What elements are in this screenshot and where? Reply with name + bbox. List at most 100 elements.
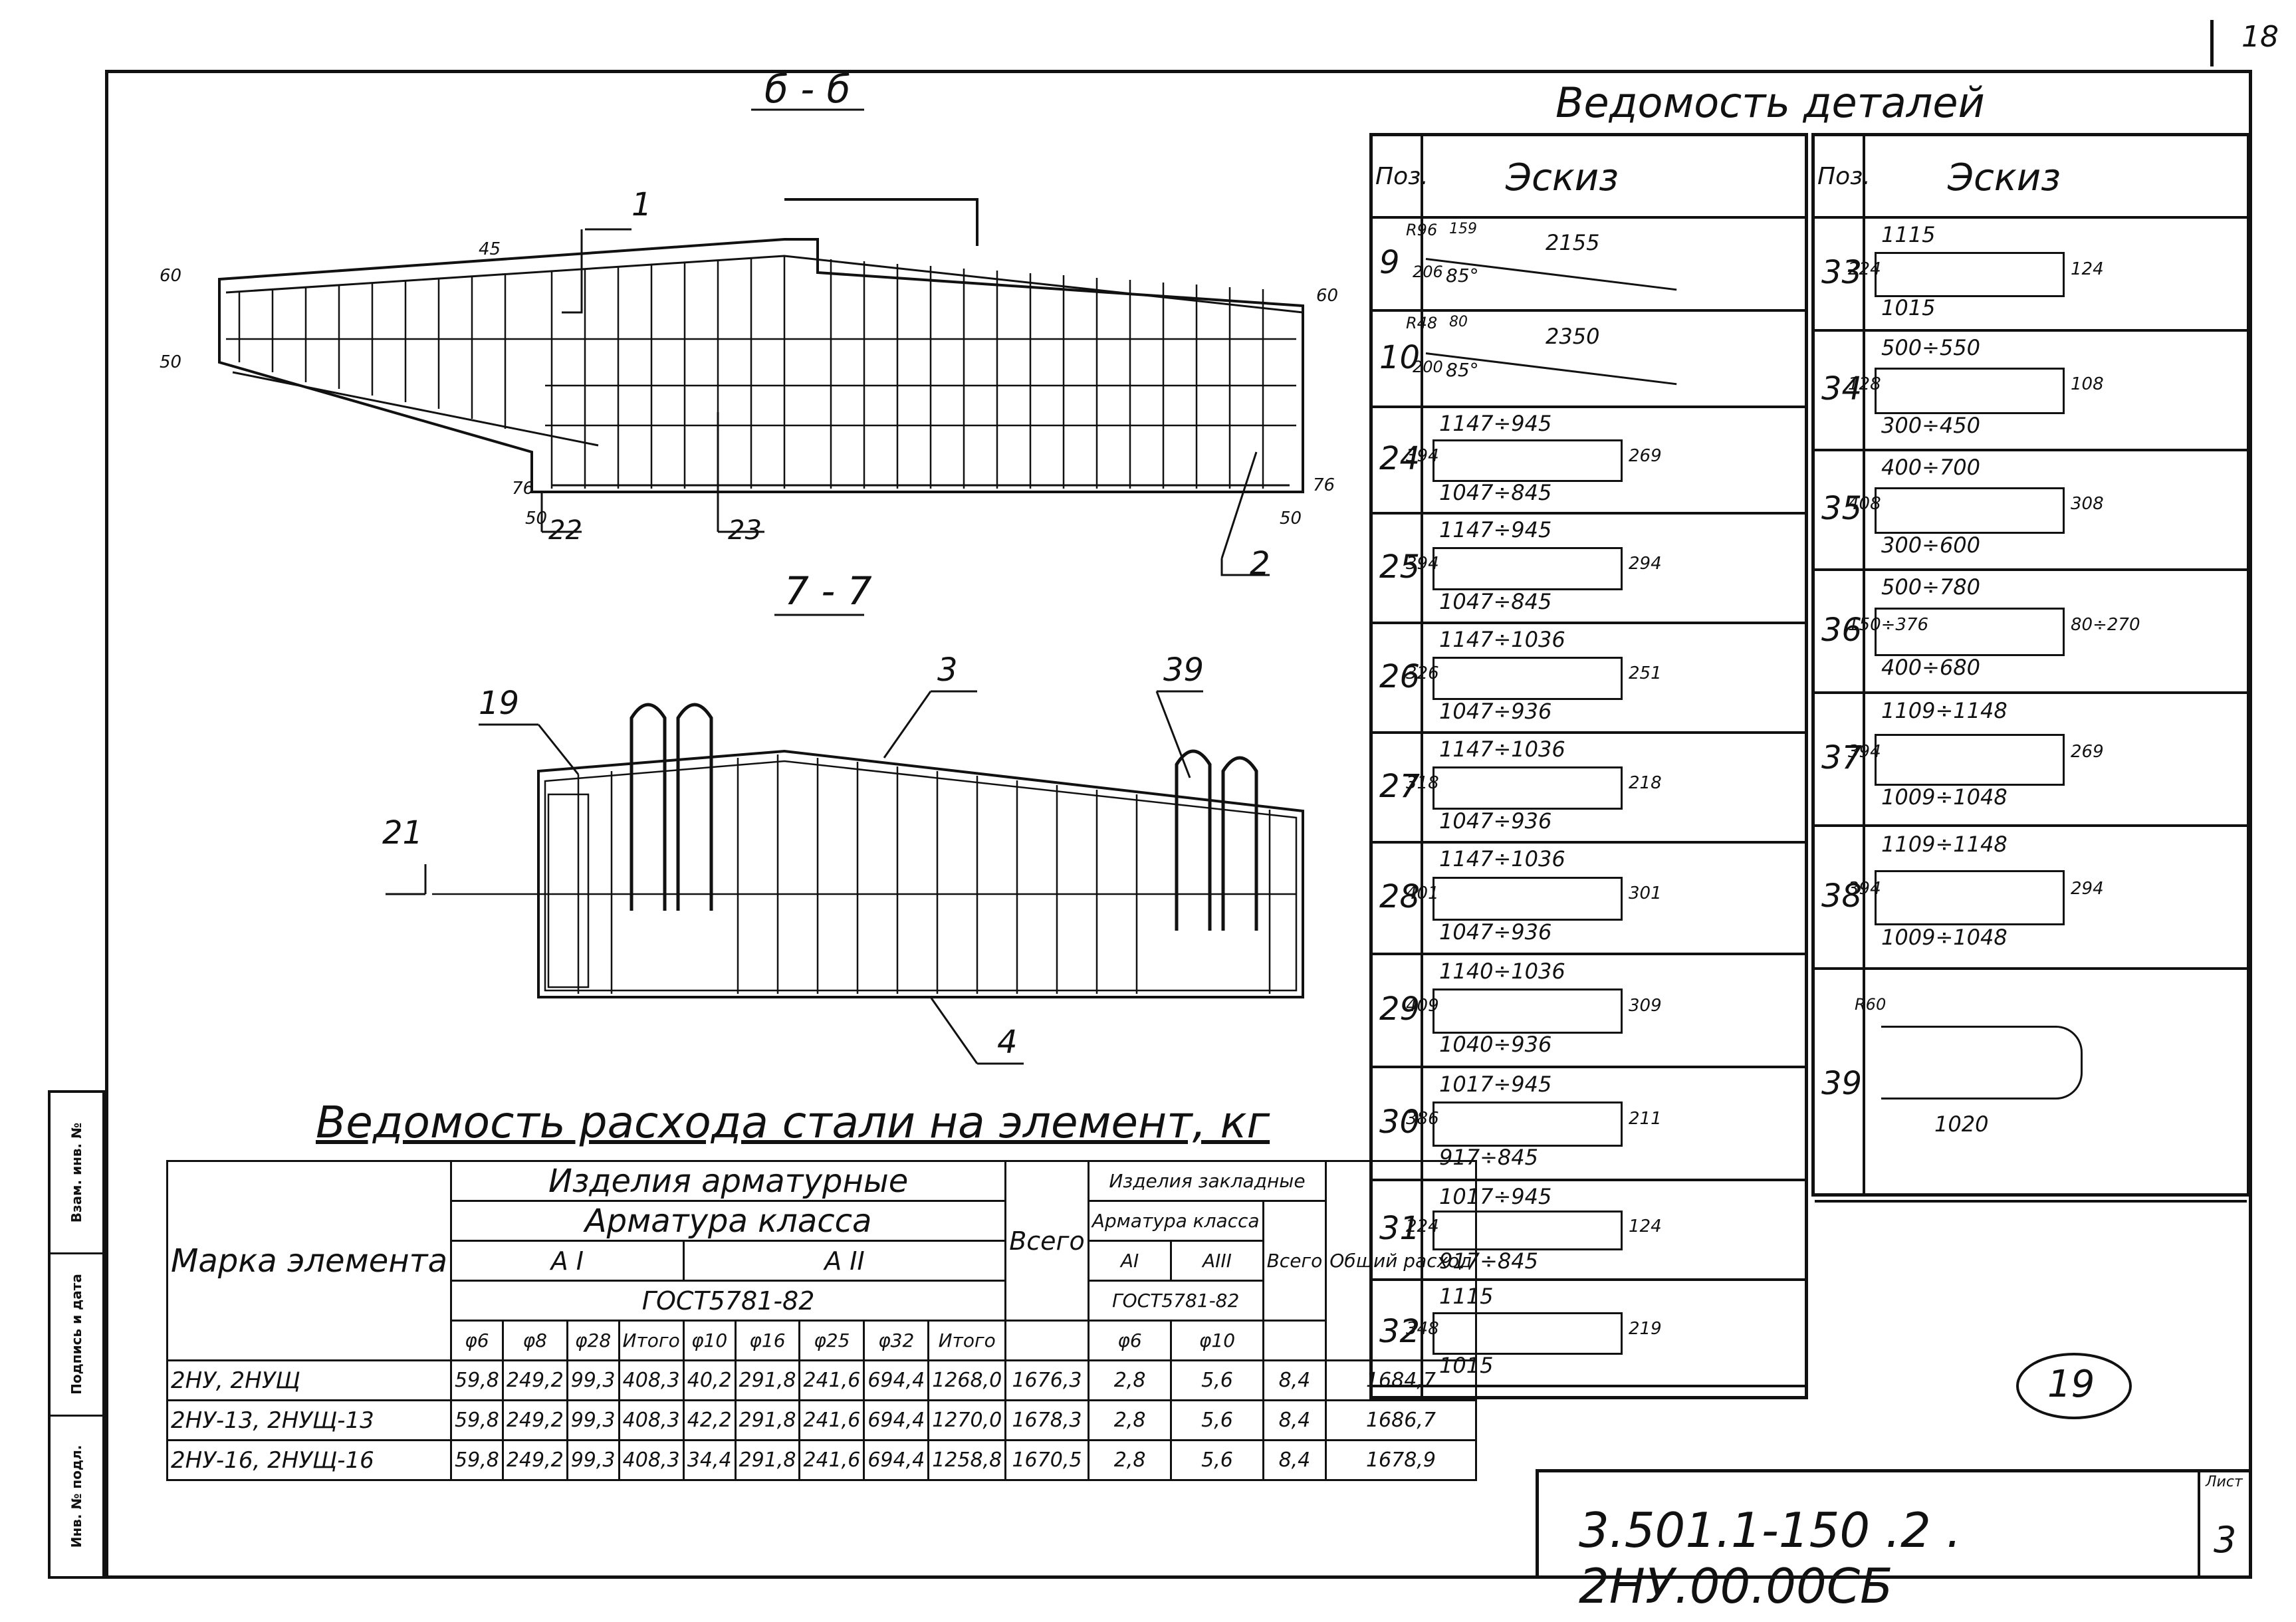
sketch-dimension: 408 xyxy=(1848,494,1881,515)
column-header: φ25 xyxy=(798,1320,865,1361)
detail-pos: 35 xyxy=(1821,490,1863,527)
header-emb-ai: АI xyxy=(1087,1240,1173,1282)
table-cell: 1670,5 xyxy=(1004,1439,1090,1481)
sketch-dimension: 1015 xyxy=(1881,295,1936,320)
sketch-dimension: 159 xyxy=(1449,221,1477,237)
sketch-dimension: 308 xyxy=(2071,494,2104,515)
table-cell: 1258,8 xyxy=(927,1439,1007,1481)
document-code: 3.501.1-150 .2 . 2НУ.00.00СБ xyxy=(1579,1502,1962,1614)
table-cell: 34,4 xyxy=(682,1439,737,1481)
callout-4: 4 xyxy=(997,1024,1018,1061)
sketch-dimension: 1020 xyxy=(1934,1111,1989,1137)
sketch-rectangle xyxy=(1433,766,1623,810)
table-cell: 2,8 xyxy=(1087,1399,1173,1441)
table-cell: 5,6 xyxy=(1170,1359,1264,1401)
pos-header: Поз. xyxy=(1375,163,1429,190)
sketch-rectangle xyxy=(1433,988,1623,1034)
table-cell: 59,8 xyxy=(450,1399,504,1441)
header-embedded: Изделия закладные xyxy=(1087,1160,1327,1202)
table-cell: 8,4 xyxy=(1262,1439,1327,1481)
sketch-dimension: 400÷700 xyxy=(1881,455,1980,480)
header-total: Всего xyxy=(1004,1160,1090,1322)
sketch-dimension: 1109÷1148 xyxy=(1881,698,2008,723)
circle-mark-outline xyxy=(2016,1353,2132,1419)
table-cell: 8,4 xyxy=(1262,1399,1327,1441)
table-cell: 42,2 xyxy=(682,1399,737,1441)
section-7-graphics xyxy=(537,703,1304,998)
sketch-dimension: 500÷550 xyxy=(1881,335,1980,360)
sketch-dimension: 1017÷945 xyxy=(1439,1071,1552,1097)
steel-table: Марка элемента Изделия арматурные Всего … xyxy=(166,1160,1477,1481)
table-cell: 1684,7 xyxy=(1325,1359,1477,1401)
detail-pos: 10 xyxy=(1379,338,1421,376)
sketch-dimension: 1115 xyxy=(1881,221,1936,247)
side-stamp-strip: Взам. инв. № Подпись и дата Инв. № подл. xyxy=(48,1090,105,1579)
sketch-dimension: 1147÷945 xyxy=(1439,411,1552,436)
column-header: φ10 xyxy=(682,1320,737,1361)
sketch-dimension: 394 xyxy=(1406,553,1439,574)
details-header: Поз. Эскиз xyxy=(1373,136,1805,219)
sketch-rectangle xyxy=(1875,869,2065,926)
sketch-dimension: 1047÷936 xyxy=(1439,808,1552,834)
pos-column-divider xyxy=(1421,136,1423,1396)
sketch-dimension: 2350 xyxy=(1546,323,1600,349)
detail-pos: 30 xyxy=(1379,1103,1421,1141)
table-cell: 1268,0 xyxy=(927,1359,1007,1401)
sketch-rectangle xyxy=(1433,546,1623,591)
detail-pos: 24 xyxy=(1379,440,1421,477)
table-cell: 241,6 xyxy=(798,1359,865,1401)
column-header: φ6 xyxy=(450,1320,504,1361)
detail-pos: 26 xyxy=(1379,657,1421,695)
details-title: Ведомость деталей xyxy=(1555,78,1985,127)
sketch-rectangle xyxy=(1875,487,2065,534)
table-cell: 8,4 xyxy=(1262,1359,1327,1401)
table-cell: 1270,0 xyxy=(927,1399,1007,1441)
sketch-dimension: 150÷376 xyxy=(1848,615,1929,636)
sketch-dimension: 1047÷845 xyxy=(1439,588,1552,614)
table-cell: 408,3 xyxy=(618,1399,685,1441)
header-products: Изделия арматурные xyxy=(450,1160,1007,1202)
sketch-dimension: 1040÷936 xyxy=(1439,1032,1552,1057)
sketch-dimension: 219 xyxy=(1629,1318,1662,1339)
sketch-dimension: 269 xyxy=(2071,742,2104,762)
sketch-dimension: 200 xyxy=(1413,357,1443,376)
sketch-dimension: 206 xyxy=(1413,263,1443,281)
sketch-dimension: 1047÷936 xyxy=(1439,919,1552,945)
callout-39: 39 xyxy=(1163,651,1205,689)
stamp-sheet-number: 3 xyxy=(2214,1519,2237,1561)
callout-19: 19 xyxy=(479,685,520,722)
detail-pos: 38 xyxy=(1821,877,1863,915)
section-7-title: 7 - 7 xyxy=(784,568,872,614)
section-7-stirrups xyxy=(432,754,1296,994)
table-cell: 1676,3 xyxy=(1004,1359,1090,1401)
table-cell: 249,2 xyxy=(501,1399,568,1441)
sketch-rectangle xyxy=(1875,734,2065,786)
dim-label: 60 xyxy=(160,266,182,286)
sketch-dimension: 80 xyxy=(1449,314,1468,331)
sketch-dimension: 1140÷1036 xyxy=(1439,958,1565,984)
header-gost: ГОСТ5781-82 xyxy=(450,1280,1007,1322)
sketch-dimension: 294 xyxy=(2071,878,2104,899)
sketch-dimension: 401 xyxy=(1406,883,1439,903)
row-mark: 2НУ, 2НУЩ xyxy=(166,1359,453,1401)
sketch-dimension: 128 xyxy=(1848,374,1881,395)
sketch-dimension: 80÷270 xyxy=(2071,615,2140,636)
sketch-dimension: 1009÷1048 xyxy=(1881,784,2008,810)
sketch-dimension: 500÷780 xyxy=(1881,574,1980,600)
table-cell: 1678,3 xyxy=(1004,1399,1090,1441)
sketch-dimension: 394 xyxy=(1406,445,1439,466)
table-cell: 99,3 xyxy=(566,1399,620,1441)
